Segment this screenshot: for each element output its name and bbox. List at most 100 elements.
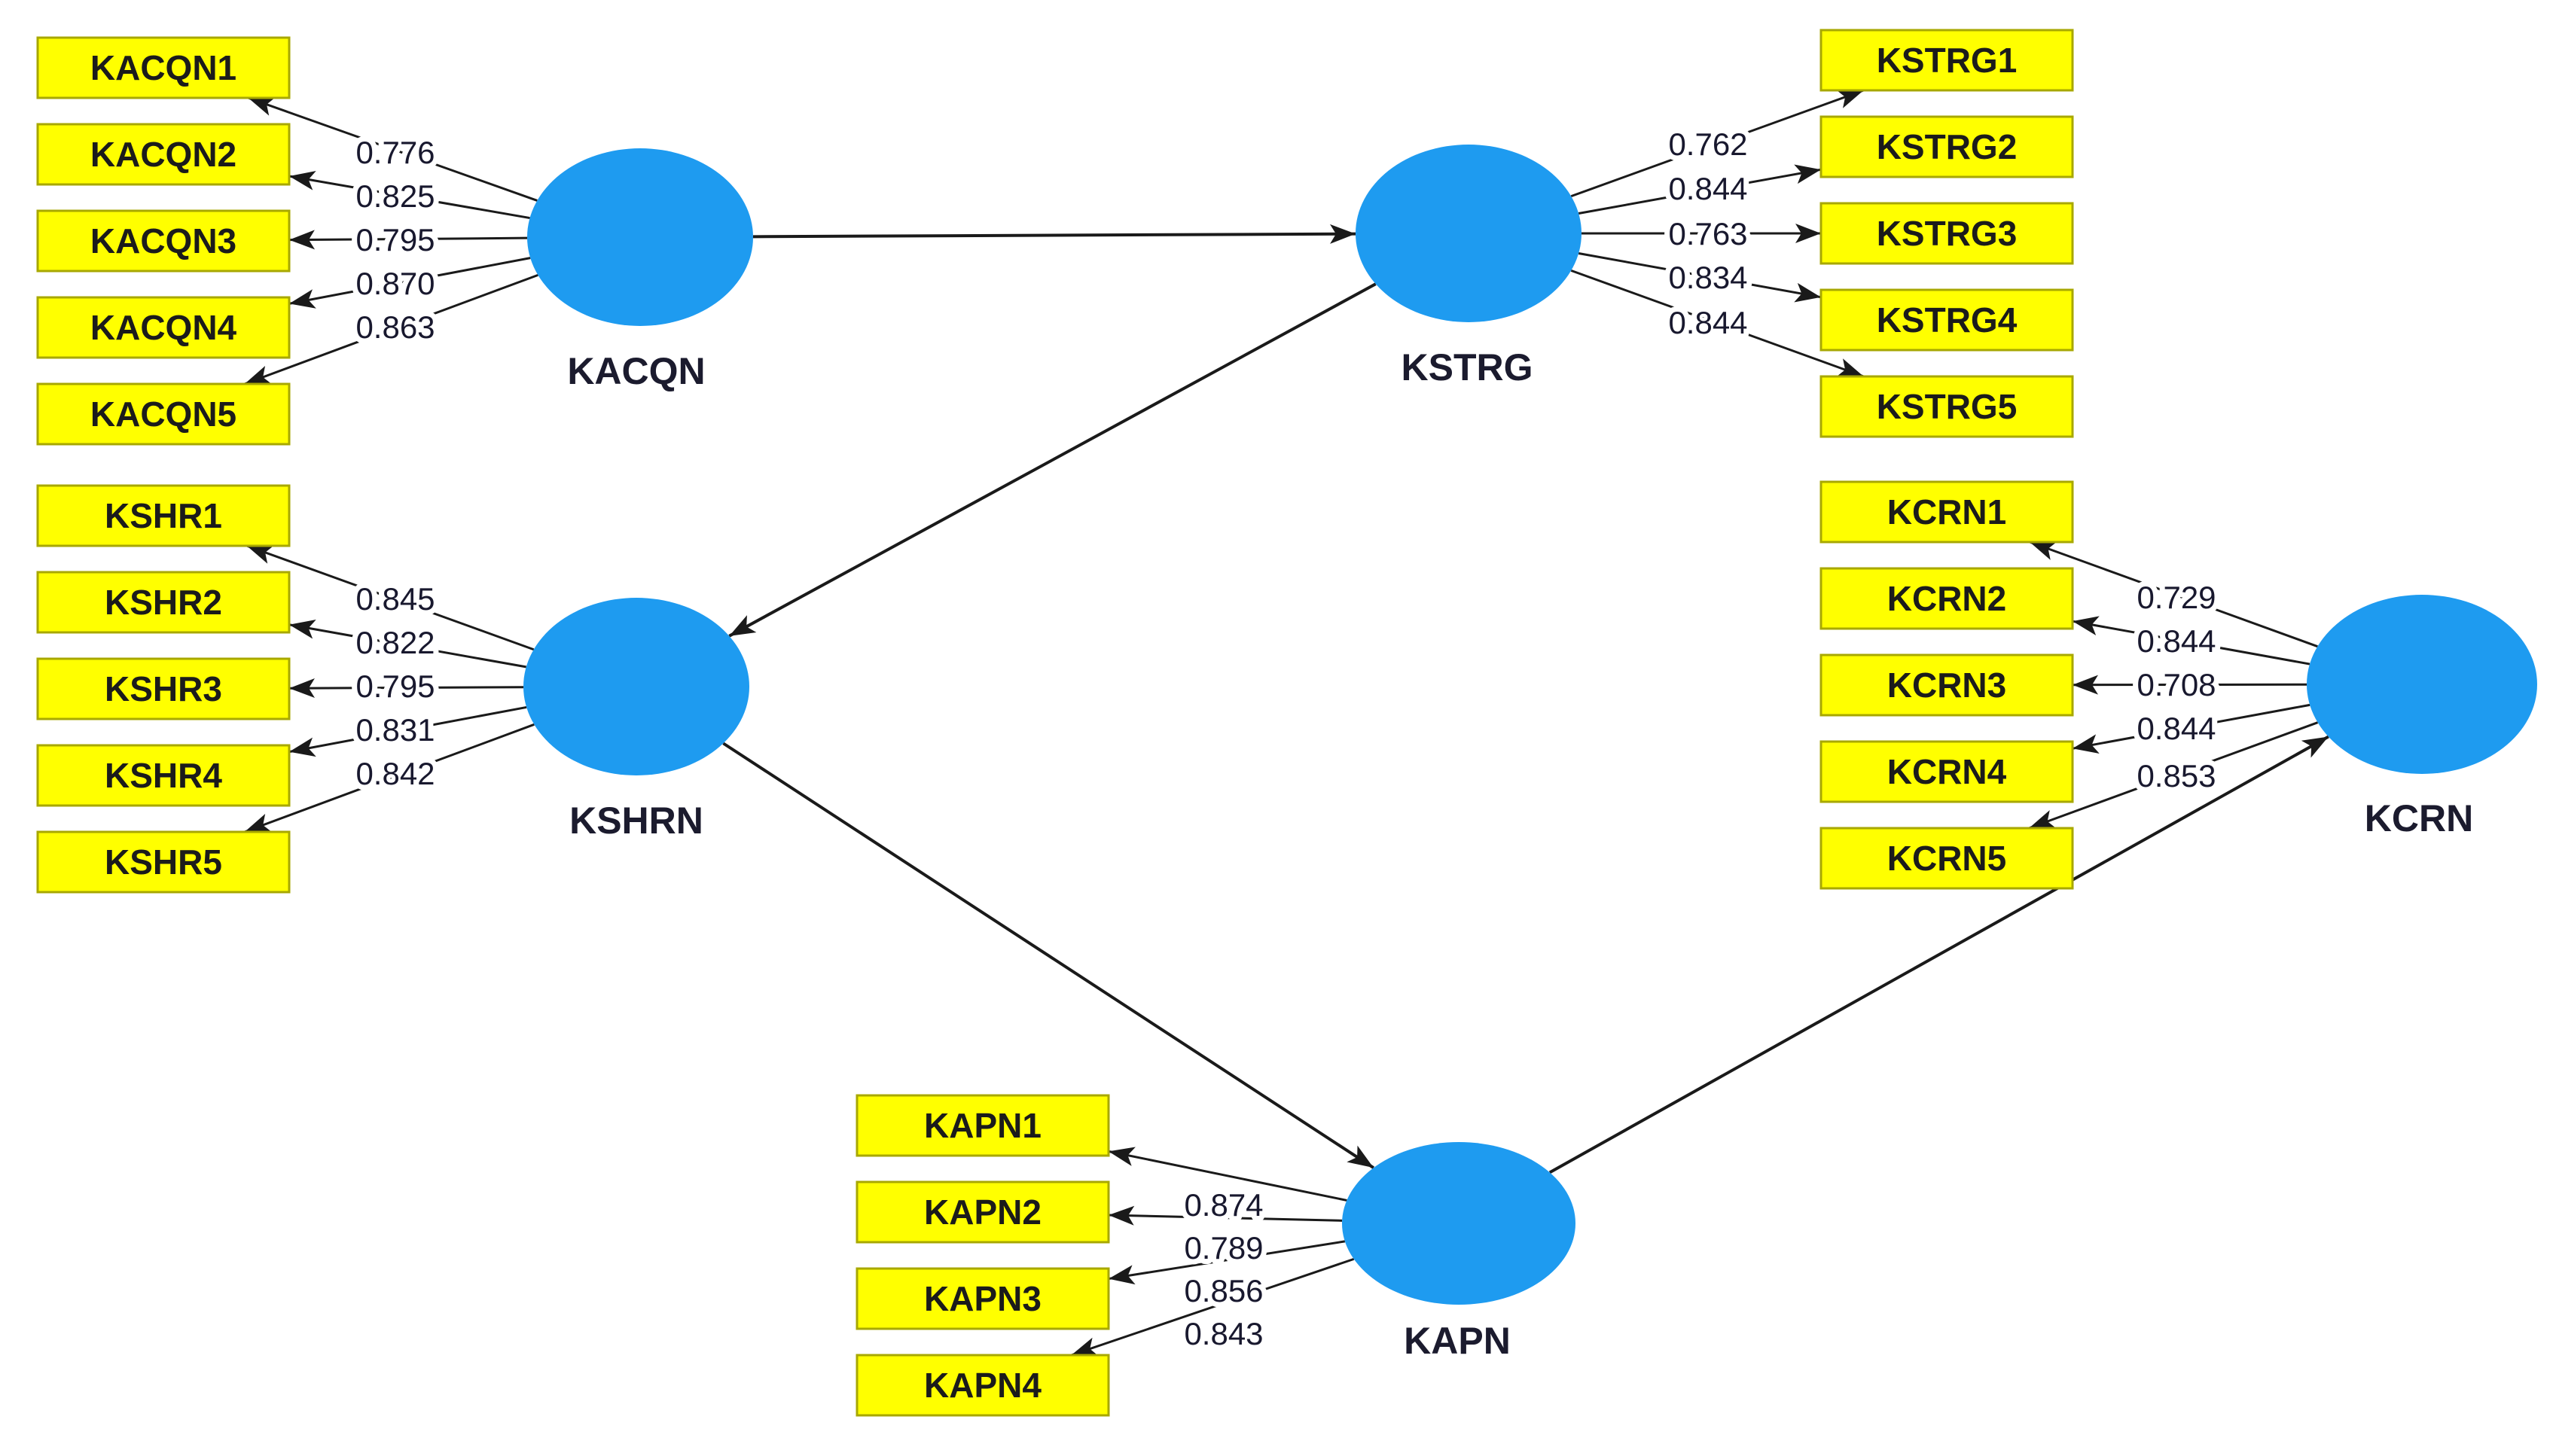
indicator-label-kcrn1: KCRN1 [1887,492,2006,532]
loading-value-kapn1: 0.874 [1184,1187,1263,1223]
indicator-arrow-kapn1 [1108,1147,1347,1202]
loading-value-kapn4: 0.843 [1184,1316,1263,1351]
indicator-box-kapn2[interactable] [856,1180,1110,1244]
loading-value-kcrn5: 0.853 [2137,758,2216,793]
indicator-box-kshr3[interactable] [36,657,291,720]
indicator-label-kacqn4: KACQN4 [90,308,237,347]
indicator-label-kacqn3: KACQN3 [90,221,236,260]
indicator-arrow-kcrn4 [2072,703,2310,754]
indicator-box-kacqn3[interactable] [36,209,291,273]
loading-value-kstrg2: 0.844 [1668,171,1747,206]
indicator-label-kacqn2: KACQN2 [90,135,236,174]
indicator-box-kapn3[interactable] [856,1267,1110,1330]
indicator-box-kstrg5[interactable] [1819,375,2074,438]
arrow-layer [244,89,2329,1357]
indicator-box-kapn4[interactable] [856,1354,1110,1417]
indicator-box-kacqn4[interactable] [36,296,291,359]
construct-label-kstrg: KSTRG [1402,346,1533,388]
indicator-arrow-kapn3 [1108,1240,1346,1285]
loading-value-kstrg1: 0.762 [1668,126,1747,162]
construct-label-kcrn: KCRN [2365,797,2473,839]
indicator-box-kshr1[interactable] [36,484,291,547]
loading-value-kcrn1: 0.729 [2137,580,2216,615]
construct-label-kapn: KAPN [1404,1320,1511,1362]
construct-ellipse-kstrg[interactable] [1356,145,1581,322]
indicator-box-kshr4[interactable] [36,744,291,807]
indicator-label-kapn4: KAPN4 [924,1366,1042,1405]
indicator-label-kstrg1: KSTRG1 [1877,41,2018,80]
indicator-arrow-kshr1 [246,544,535,651]
indicator-arrow-kapn2 [1108,1205,1343,1226]
indicator-layer [36,29,2074,1417]
indicator-label-kshr4: KSHR4 [105,756,222,795]
indicator-box-kstrg2[interactable] [1819,115,2074,178]
indicator-box-kstrg3[interactable] [1819,202,2074,265]
construct-layer [523,145,2537,1305]
indicator-arrow-kacqn3 [288,230,528,250]
indicator-label-kstrg2: KSTRG2 [1877,127,2018,166]
construct-ellipse-kshrn[interactable] [523,598,749,775]
indicator-label-kstrg5: KSTRG5 [1877,387,2018,426]
loading-value-kacqn1: 0.776 [355,135,435,170]
indicator-arrow-kacqn5 [244,273,538,385]
indicator-box-kacqn2[interactable] [36,123,291,186]
construct-ellipse-kapn[interactable] [1342,1142,1575,1305]
indicator-box-kacqn5[interactable] [36,382,291,446]
loading-value-kshr2: 0.822 [355,625,435,660]
indicator-box-kcrn5[interactable] [1819,827,2074,890]
loading-value-kshr3: 0.795 [355,669,435,704]
indicator-label-kapn2: KAPN2 [924,1193,1042,1232]
loading-value-kstrg3: 0.763 [1668,216,1747,251]
indicator-box-kapn1[interactable] [856,1094,1110,1157]
indicator-arrow-kcrn2 [2072,616,2310,666]
indicator-label-kcrn2: KCRN2 [1887,579,2006,618]
construct-label-kacqn: KACQN [567,350,705,392]
indicator-box-kcrn3[interactable] [1819,653,2074,717]
indicator-arrow-kcrn5 [2028,721,2319,830]
indicator-label-kstrg4: KSTRG4 [1877,300,2018,340]
structural-arrow-kstrg-to-kshrn[interactable] [728,282,1377,638]
loading-value-kacqn5: 0.863 [355,309,435,345]
indicator-box-kcrn4[interactable] [1819,740,2074,803]
construct-ellipse-kcrn[interactable] [2307,595,2537,774]
indicator-box-kshr2[interactable] [36,571,291,634]
loading-value-kstrg4: 0.834 [1668,260,1747,295]
indicator-label-kstrg3: KSTRG3 [1877,214,2018,253]
loading-value-kapn2: 0.789 [1184,1230,1263,1266]
structural-arrow-kacqn-to-kstrg[interactable] [752,224,1356,244]
indicator-arrow-kacqn4 [288,257,531,309]
loading-value-kcrn2: 0.844 [2137,623,2216,659]
structural-arrow-kshrn-to-kapn[interactable] [722,742,1374,1169]
loading-value-kacqn2: 0.825 [355,178,435,214]
indicator-arrow-kstrg5 [1570,269,1865,378]
indicator-arrow-kstrg4 [1578,251,1822,303]
construct-label-kshrn: KSHRN [569,800,703,842]
indicator-box-kacqn1[interactable] [36,36,291,99]
indicator-arrow-kacqn1 [248,96,538,202]
construct-ellipse-kacqn[interactable] [527,148,753,326]
loading-value-kapn3: 0.856 [1184,1273,1263,1308]
indicator-label-kcrn3: KCRN3 [1887,666,2006,705]
loading-value-kshr4: 0.831 [355,712,435,748]
indicator-arrow-kapn4 [1071,1257,1355,1357]
structural-arrow-kapn-to-kcrn[interactable] [1548,735,2329,1174]
indicator-label-kapn1: KAPN1 [924,1106,1042,1145]
loading-value-kshr1: 0.845 [355,581,435,617]
indicator-arrow-kshr3 [288,678,524,699]
loading-value-kcrn3: 0.708 [2137,667,2216,702]
indicator-arrow-kstrg2 [1578,164,1822,215]
indicator-label-kshr1: KSHR1 [105,496,222,535]
indicator-arrow-kacqn2 [288,171,530,220]
indicator-box-kstrg1[interactable] [1819,29,2074,92]
loading-value-kstrg5: 0.844 [1668,305,1747,340]
loading-value-kacqn4: 0.870 [355,266,435,301]
indicator-label-kacqn1: KACQN1 [90,48,236,87]
indicator-box-kshr5[interactable] [36,830,291,894]
indicator-label-kcrn4: KCRN4 [1887,752,2007,791]
indicator-box-kcrn2[interactable] [1819,567,2074,630]
indicator-label-kshr2: KSHR2 [105,583,222,622]
indicator-box-kstrg4[interactable] [1819,288,2074,352]
indicator-box-kcrn1[interactable] [1819,480,2074,544]
